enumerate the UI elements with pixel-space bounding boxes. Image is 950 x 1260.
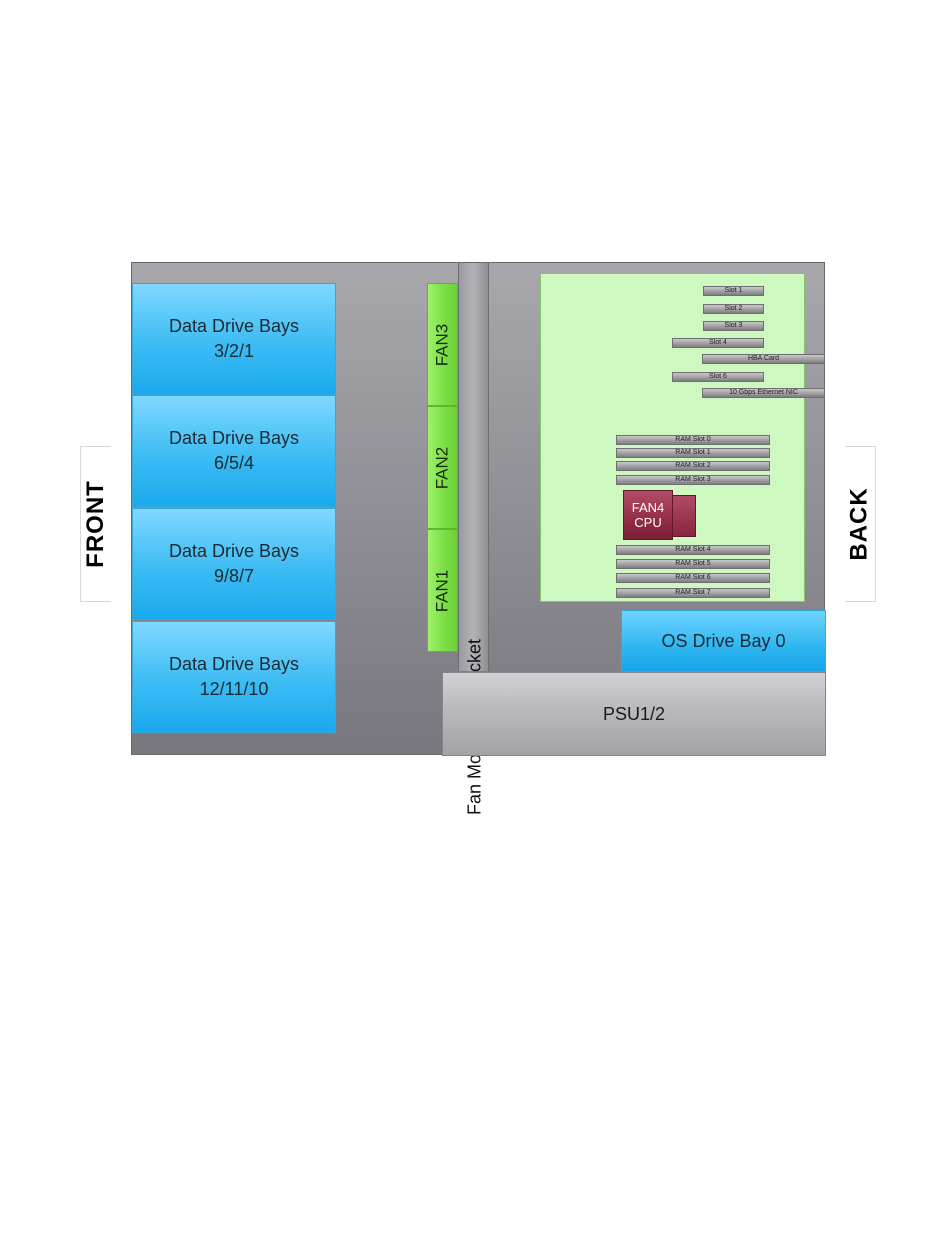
hba-card-slot[interactable]: HBA Card: [702, 354, 825, 364]
front-label-text: FRONT: [82, 480, 109, 568]
os-drive-bay[interactable]: OS Drive Bay 0: [621, 610, 826, 672]
expansion-slot-3[interactable]: Slot 3: [703, 321, 764, 331]
drive-bay-numbers: 12/11/10: [199, 679, 269, 699]
fan-2-label: FAN2: [432, 446, 452, 489]
drive-bay-numbers: 3/2/1: [213, 341, 255, 361]
drive-bay-title: Data Drive Bays: [168, 428, 300, 448]
back-label: BACK: [845, 446, 876, 602]
psu-label: PSU1/2: [602, 703, 666, 724]
drive-bay-title: Data Drive Bays: [168, 654, 300, 674]
drive-bay-9-8-7[interactable]: Data Drive Bays 9/8/7: [132, 508, 336, 620]
psu[interactable]: PSU1/2: [442, 672, 826, 756]
ram-slot-7[interactable]: RAM Slot 7: [616, 588, 770, 598]
ram-slot-5[interactable]: RAM Slot 5: [616, 559, 770, 569]
fan-mounting-bracket: [458, 263, 489, 671]
drive-bay-title: Data Drive Bays: [168, 316, 300, 336]
cpu-heatsink: [672, 495, 696, 537]
ram-slot-6[interactable]: RAM Slot 6: [616, 573, 770, 583]
ethernet-nic-slot[interactable]: 10 Gbps Ethernet NIC: [702, 388, 825, 398]
fan-1-label: FAN1: [432, 569, 452, 612]
drive-bay-numbers: 9/8/7: [213, 566, 255, 586]
ram-slot-4[interactable]: RAM Slot 4: [616, 545, 770, 555]
ram-slot-1[interactable]: RAM Slot 1: [616, 448, 770, 458]
drive-bay-title: Data Drive Bays: [168, 541, 300, 561]
cpu-label: CPU: [634, 515, 662, 530]
ram-slot-2[interactable]: RAM Slot 2: [616, 461, 770, 471]
drive-bay-12-11-10[interactable]: Data Drive Bays 12/11/10: [132, 621, 336, 733]
expansion-slot-4[interactable]: Slot 4: [672, 338, 764, 348]
ram-slot-3[interactable]: RAM Slot 3: [616, 475, 770, 485]
fan-3-label: FAN3: [432, 323, 452, 366]
expansion-slot-6[interactable]: Slot 6: [672, 372, 764, 382]
front-label: FRONT: [80, 446, 111, 602]
cpu[interactable]: FAN4 CPU: [623, 490, 673, 540]
os-drive-bay-label: OS Drive Bay 0: [661, 630, 786, 651]
cpu-fan-label: FAN4: [631, 500, 665, 515]
drive-bay-6-5-4[interactable]: Data Drive Bays 6/5/4: [132, 395, 336, 507]
fan-1[interactable]: FAN1: [427, 529, 458, 652]
back-label-text: BACK: [846, 487, 874, 561]
fan-2[interactable]: FAN2: [427, 406, 458, 529]
expansion-slot-1[interactable]: Slot 1: [703, 286, 764, 296]
drive-bay-3-2-1[interactable]: Data Drive Bays 3/2/1: [132, 283, 336, 395]
ram-slot-0[interactable]: RAM Slot 0: [616, 435, 770, 445]
expansion-slot-2[interactable]: Slot 2: [703, 304, 764, 314]
drive-bay-numbers: 6/5/4: [213, 453, 255, 473]
server-chassis: Data Drive Bays 3/2/1 Data Drive Bays 6/…: [131, 262, 826, 815]
fan-3[interactable]: FAN3: [427, 283, 458, 406]
